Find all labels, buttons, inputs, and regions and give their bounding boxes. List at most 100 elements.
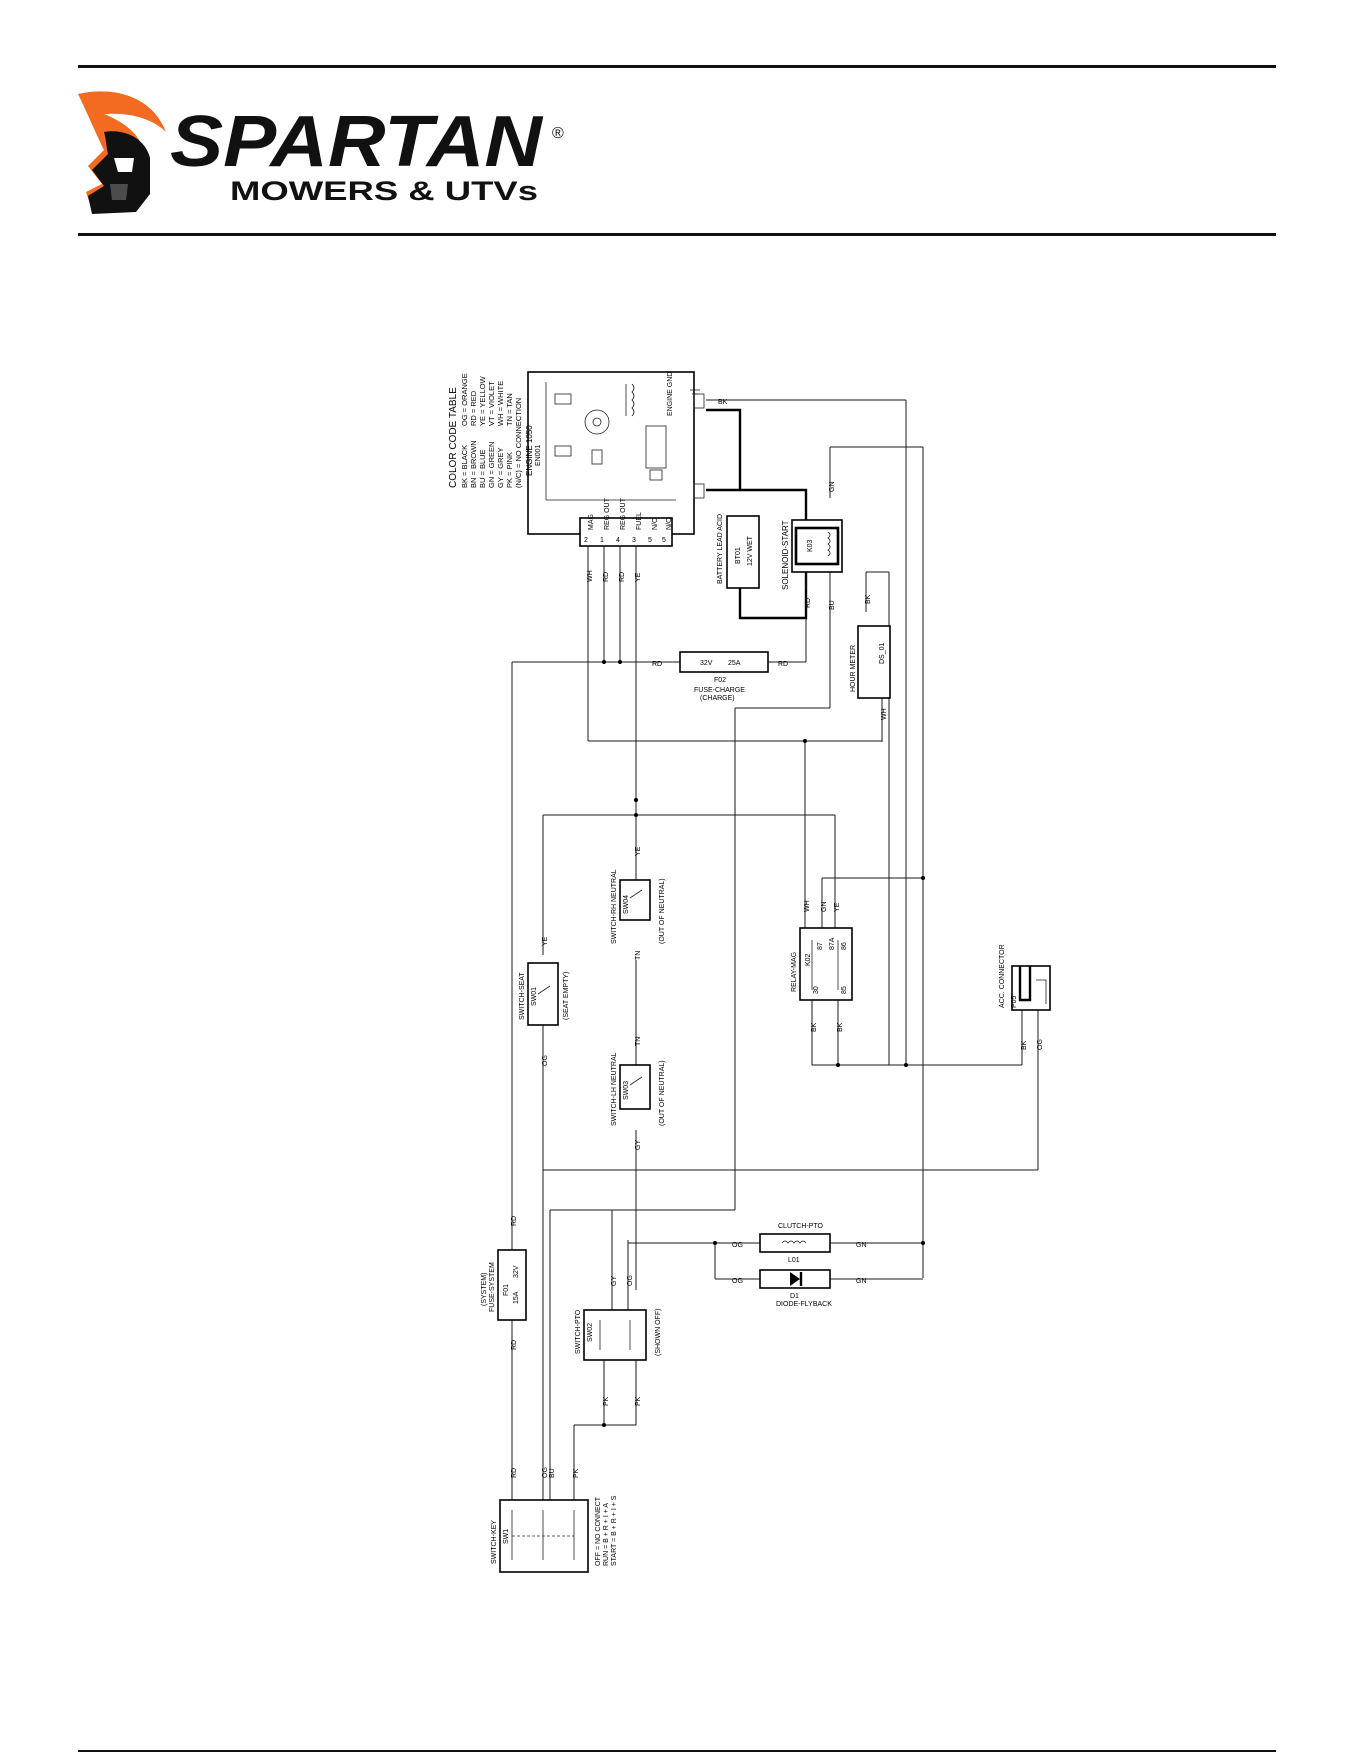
relay-pin-85: 85 bbox=[841, 986, 848, 994]
wire-label-rd: RD bbox=[511, 1340, 518, 1350]
wire-label-wh: WH bbox=[587, 570, 594, 582]
svg-text:OG = ORANGE: OG = ORANGE bbox=[460, 373, 469, 426]
solenoid-ref: K03 bbox=[807, 539, 814, 552]
hour-meter: HOUR METER DS_01 bbox=[850, 625, 891, 699]
svg-text:5: 5 bbox=[648, 537, 652, 544]
wire-label-og: OG bbox=[542, 1467, 549, 1478]
wire-label-gy: GY bbox=[611, 1276, 618, 1286]
wire-label-tn: TN bbox=[635, 951, 642, 960]
wire-label-gn: GN bbox=[829, 482, 836, 493]
relay-pin-87: 87 bbox=[817, 942, 824, 950]
wire-label-gn: GN bbox=[821, 902, 828, 913]
svg-text:N/C: N/C bbox=[666, 518, 673, 530]
header-top-rule bbox=[78, 65, 1276, 68]
svg-text:VT = VIOLET: VT = VIOLET bbox=[487, 381, 496, 426]
key-switch-ref: SW1 bbox=[503, 1529, 510, 1544]
svg-text:4: 4 bbox=[616, 537, 620, 544]
svg-text:(N/C) = NO CONNECTION: (N/C) = NO CONNECTION bbox=[514, 398, 523, 488]
diode-name: DIODE-FLYBACK bbox=[776, 1301, 832, 1308]
wire-label-bk: BK bbox=[837, 1022, 844, 1032]
engine-pin-4: 3 FUEL bbox=[632, 512, 643, 544]
relay-pin-86: 86 bbox=[841, 942, 848, 950]
wire-label-gn: GN bbox=[856, 1278, 867, 1285]
brand-tagline: MOWERS & UTVs bbox=[230, 176, 538, 206]
wire-label-ye: YE bbox=[834, 902, 841, 912]
acc-ref: P05 bbox=[1011, 995, 1018, 1008]
wire-color-labels: WH RD RD YE BK RD RD RD BU GN BK WH YE T… bbox=[511, 399, 1044, 1478]
clutch-name: CLUTCH-PTO bbox=[778, 1223, 824, 1230]
engine-title: ENGINE 1050 bbox=[525, 425, 534, 476]
switch-seat: SWITCH-SEAT SW01 (SEAT EMPTY) bbox=[519, 962, 570, 1026]
wire-label-rd: RD bbox=[652, 661, 662, 668]
wire-label-ye: YE bbox=[635, 846, 642, 856]
relay-pin-30: 30 bbox=[813, 986, 820, 994]
rh-neutral-state: (OUT OF NEUTRAL) bbox=[659, 878, 666, 944]
wire-label-ye: YE bbox=[542, 936, 549, 946]
footer-rule bbox=[78, 1750, 1276, 1752]
clutch-pto: CLUTCH-PTO L01 bbox=[759, 1223, 831, 1264]
svg-text:N/C: N/C bbox=[652, 518, 659, 530]
wire-label-rd: RD bbox=[603, 572, 610, 582]
wire-label-bk: BK bbox=[718, 399, 728, 406]
wire-label-rd: RD bbox=[511, 1216, 518, 1226]
fuse-charge-name: FUSE-CHARGE bbox=[694, 687, 745, 694]
svg-text:REG OUT: REG OUT bbox=[604, 497, 611, 530]
wire-label-og: OG bbox=[1037, 1039, 1044, 1050]
switch-rh-neutral: SWITCH-RH NEUTRAL SW04 (OUT OF NEUTRAL) bbox=[611, 869, 666, 944]
lh-neutral-ref: SW03 bbox=[623, 1081, 630, 1100]
engine-connector: 2 MAG 1 REG OUT 4 REG OUT 3 FUEL 5 N/C 5… bbox=[579, 497, 673, 547]
diode-ref: D1 bbox=[790, 1293, 799, 1300]
seat-switch-name: SWITCH-SEAT bbox=[519, 972, 526, 1020]
wire-label-ye: YE bbox=[635, 572, 642, 582]
svg-text:MAG: MAG bbox=[588, 514, 595, 530]
fuse-system-volts: 32V bbox=[513, 1265, 520, 1278]
svg-text:BU = BLUE: BU = BLUE bbox=[478, 449, 487, 488]
wire-label-gy: GY bbox=[635, 1140, 642, 1150]
wire-label-wh: WH bbox=[804, 900, 811, 912]
battery-leads bbox=[706, 408, 808, 620]
lh-neutral-name: SWITCH-LH NEUTRAL bbox=[611, 1052, 618, 1126]
diode-flyback: D1 DIODE-FLYBACK bbox=[759, 1269, 832, 1308]
fuse-charge-ref: F02 bbox=[714, 677, 726, 684]
wire-label-tn: TN bbox=[635, 1037, 642, 1046]
svg-text:WH = WHITE: WH = WHITE bbox=[496, 381, 505, 426]
wire-label-pk: PK bbox=[635, 1396, 642, 1406]
engine-gnd: ENGINE GND bbox=[667, 372, 674, 416]
fuse-charge: F02 25A 32V FUSE-CHARGE (CHARGE) bbox=[679, 651, 769, 702]
wire-label-og: OG bbox=[542, 1055, 549, 1066]
hour-meter-ref: DS_01 bbox=[879, 642, 886, 664]
wire-label-og: OG bbox=[627, 1275, 634, 1286]
legend-col1: BK = BLACK BN = BROWN BU = BLUE GN = GRE… bbox=[460, 398, 523, 488]
svg-text:GN = GREEN: GN = GREEN bbox=[487, 442, 496, 488]
key-switch-name: SWITCH-KEY bbox=[491, 1520, 498, 1564]
seat-switch-ref: SW01 bbox=[531, 987, 538, 1006]
fuse-system: F01 15A 32V FUSE-SYSTEM (SYSTEM) bbox=[481, 1249, 527, 1321]
wire-label-bk: BK bbox=[811, 1022, 818, 1032]
fuse-charge-volts: 32V bbox=[700, 660, 713, 667]
fuse-system-ref: F01 bbox=[503, 1284, 510, 1296]
acc-name: ACC. CONNECTOR bbox=[999, 944, 1006, 1008]
key-state-off: OFF = NO CONNECT bbox=[595, 1496, 602, 1566]
fuse-system-amps: 15A bbox=[513, 1291, 520, 1304]
relay-ref: K02 bbox=[805, 953, 812, 966]
engine-block: ENGINE 1050 EN001 ENGINE GND bbox=[525, 371, 705, 547]
acc-connector: ACC. CONNECTOR P05 bbox=[999, 944, 1051, 1011]
switch-lh-neutral: SWITCH-LH NEUTRAL SW03 (OUT OF NEUTRAL) bbox=[611, 1052, 666, 1126]
svg-text:YE = YELLOW: YE = YELLOW bbox=[478, 375, 487, 426]
svg-text:PK = PINK: PK = PINK bbox=[505, 452, 514, 488]
svg-text:BN = BROWN: BN = BROWN bbox=[469, 440, 478, 488]
fuse-system-sub: (SYSTEM) bbox=[481, 1273, 488, 1306]
engine-pin-5: 5 N/C bbox=[648, 518, 659, 544]
svg-text:3: 3 bbox=[632, 537, 636, 544]
rh-neutral-name: SWITCH-RH NEUTRAL bbox=[611, 869, 618, 944]
registered-mark: ® bbox=[552, 125, 564, 142]
helmet-icon bbox=[78, 91, 166, 214]
engine-pin-3: 4 REG OUT bbox=[616, 497, 627, 544]
engine-pin-2: 1 REG OUT bbox=[600, 497, 611, 544]
switch-pto: SWITCH-PTO SW02 (SHOWN OFF) bbox=[575, 1309, 662, 1361]
brand-logo: SPARTAN ® MOWERS & UTVs bbox=[78, 91, 564, 214]
wire-label-pk: PK bbox=[603, 1396, 610, 1406]
brand-name: SPARTAN bbox=[170, 102, 544, 182]
key-state-run: RUN = B + R + I + A bbox=[603, 1503, 610, 1566]
